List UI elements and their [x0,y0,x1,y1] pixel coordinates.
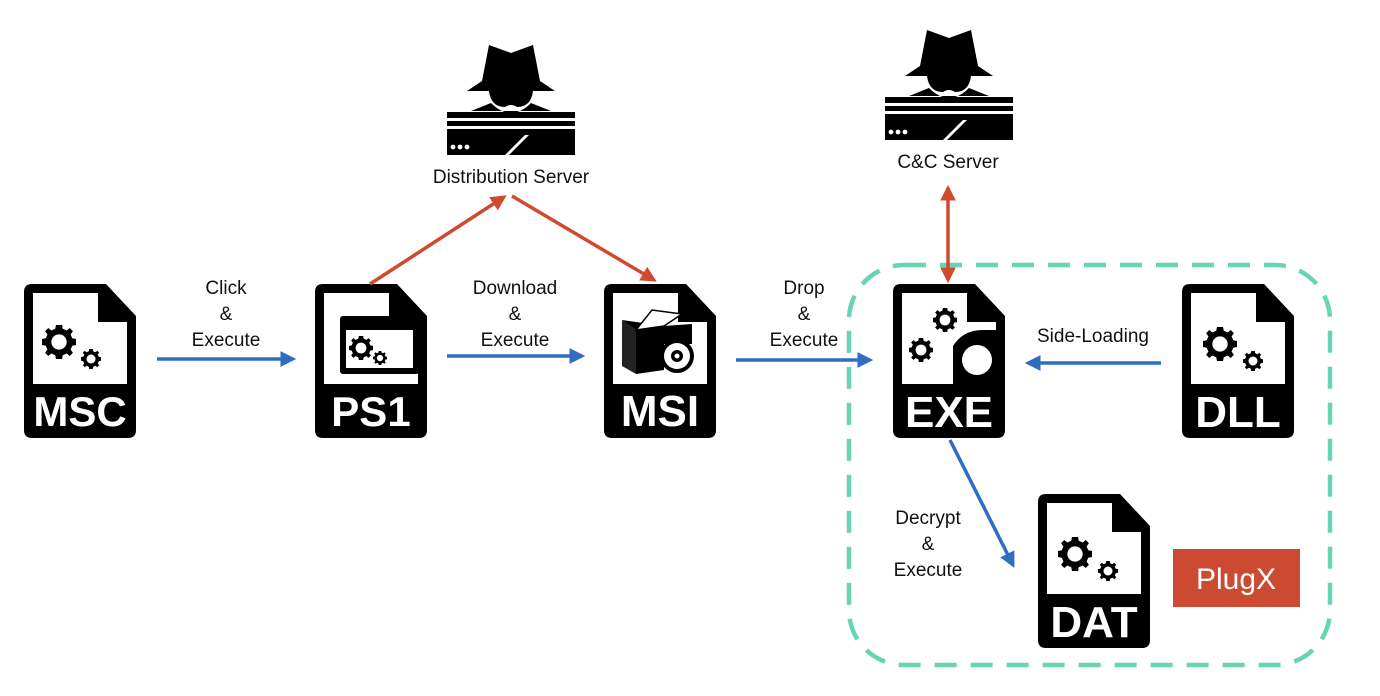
edge-label-exe-dat: Decrypt & Execute [894,508,963,581]
file-exe: EXE [893,284,1005,438]
arrow-distribution-to-msi [511,194,657,282]
distribution-server-label: Distribution Server [433,167,590,188]
edge-label-line: Execute [481,330,550,351]
edge-label-line: Execute [192,330,261,351]
file-ext-label: DLL [1195,388,1281,437]
edge-label-line: & [509,304,522,325]
file-ps1: PS1 [315,284,427,438]
edge-label-line: & [220,304,233,325]
file-dll: DLL [1182,284,1294,438]
edge-label-ps1-msi: Download & Execute [473,278,558,351]
edge-label-msi-exe: Drop & Execute [770,278,839,351]
multi-gear-file-icon [909,308,996,384]
cnc-server-label: C&C Server [897,152,999,173]
file-msi: MSI [604,284,716,438]
edge-label-line: Download [473,278,558,299]
edge-label-line: Click [205,278,247,299]
edge-label-line: Decrypt [895,508,961,529]
arrow-ps1-to-distribution [369,195,507,286]
file-ext-label: DAT [1050,598,1137,647]
file-dat: DAT [1038,494,1150,648]
file-msc: MSC [24,284,136,438]
file-ext-label: MSC [33,388,126,435]
hacker-server-icon [447,45,575,155]
plugx-badge: PlugX [1173,549,1300,607]
edge-label-line: & [798,304,811,325]
script-window-file-icon [340,316,419,374]
edge-label-line: Execute [894,560,963,581]
edge-label-dll-exe: Side-Loading [1037,326,1149,347]
edge-label-line: Drop [783,278,824,299]
hacker-server-icon [885,30,1013,140]
edge-label-line: Execute [770,330,839,351]
edge-label-line: & [922,534,935,555]
installer-box-disc-file-icon [622,309,694,374]
dll-sideload-boundary [846,262,1333,668]
plugx-badge-label: PlugX [1196,563,1276,596]
arrow-exe-to-dat [948,439,1015,568]
edge-label-msc-ps1: Click & Execute [192,278,261,351]
file-ext-label: MSI [621,387,699,436]
file-ext-label: EXE [905,388,993,437]
distribution-server: Distribution Server [433,45,590,188]
edge-label-line: Side-Loading [1037,326,1149,347]
file-ext-label: PS1 [331,388,410,435]
cnc-server: C&C Server [885,30,1013,173]
